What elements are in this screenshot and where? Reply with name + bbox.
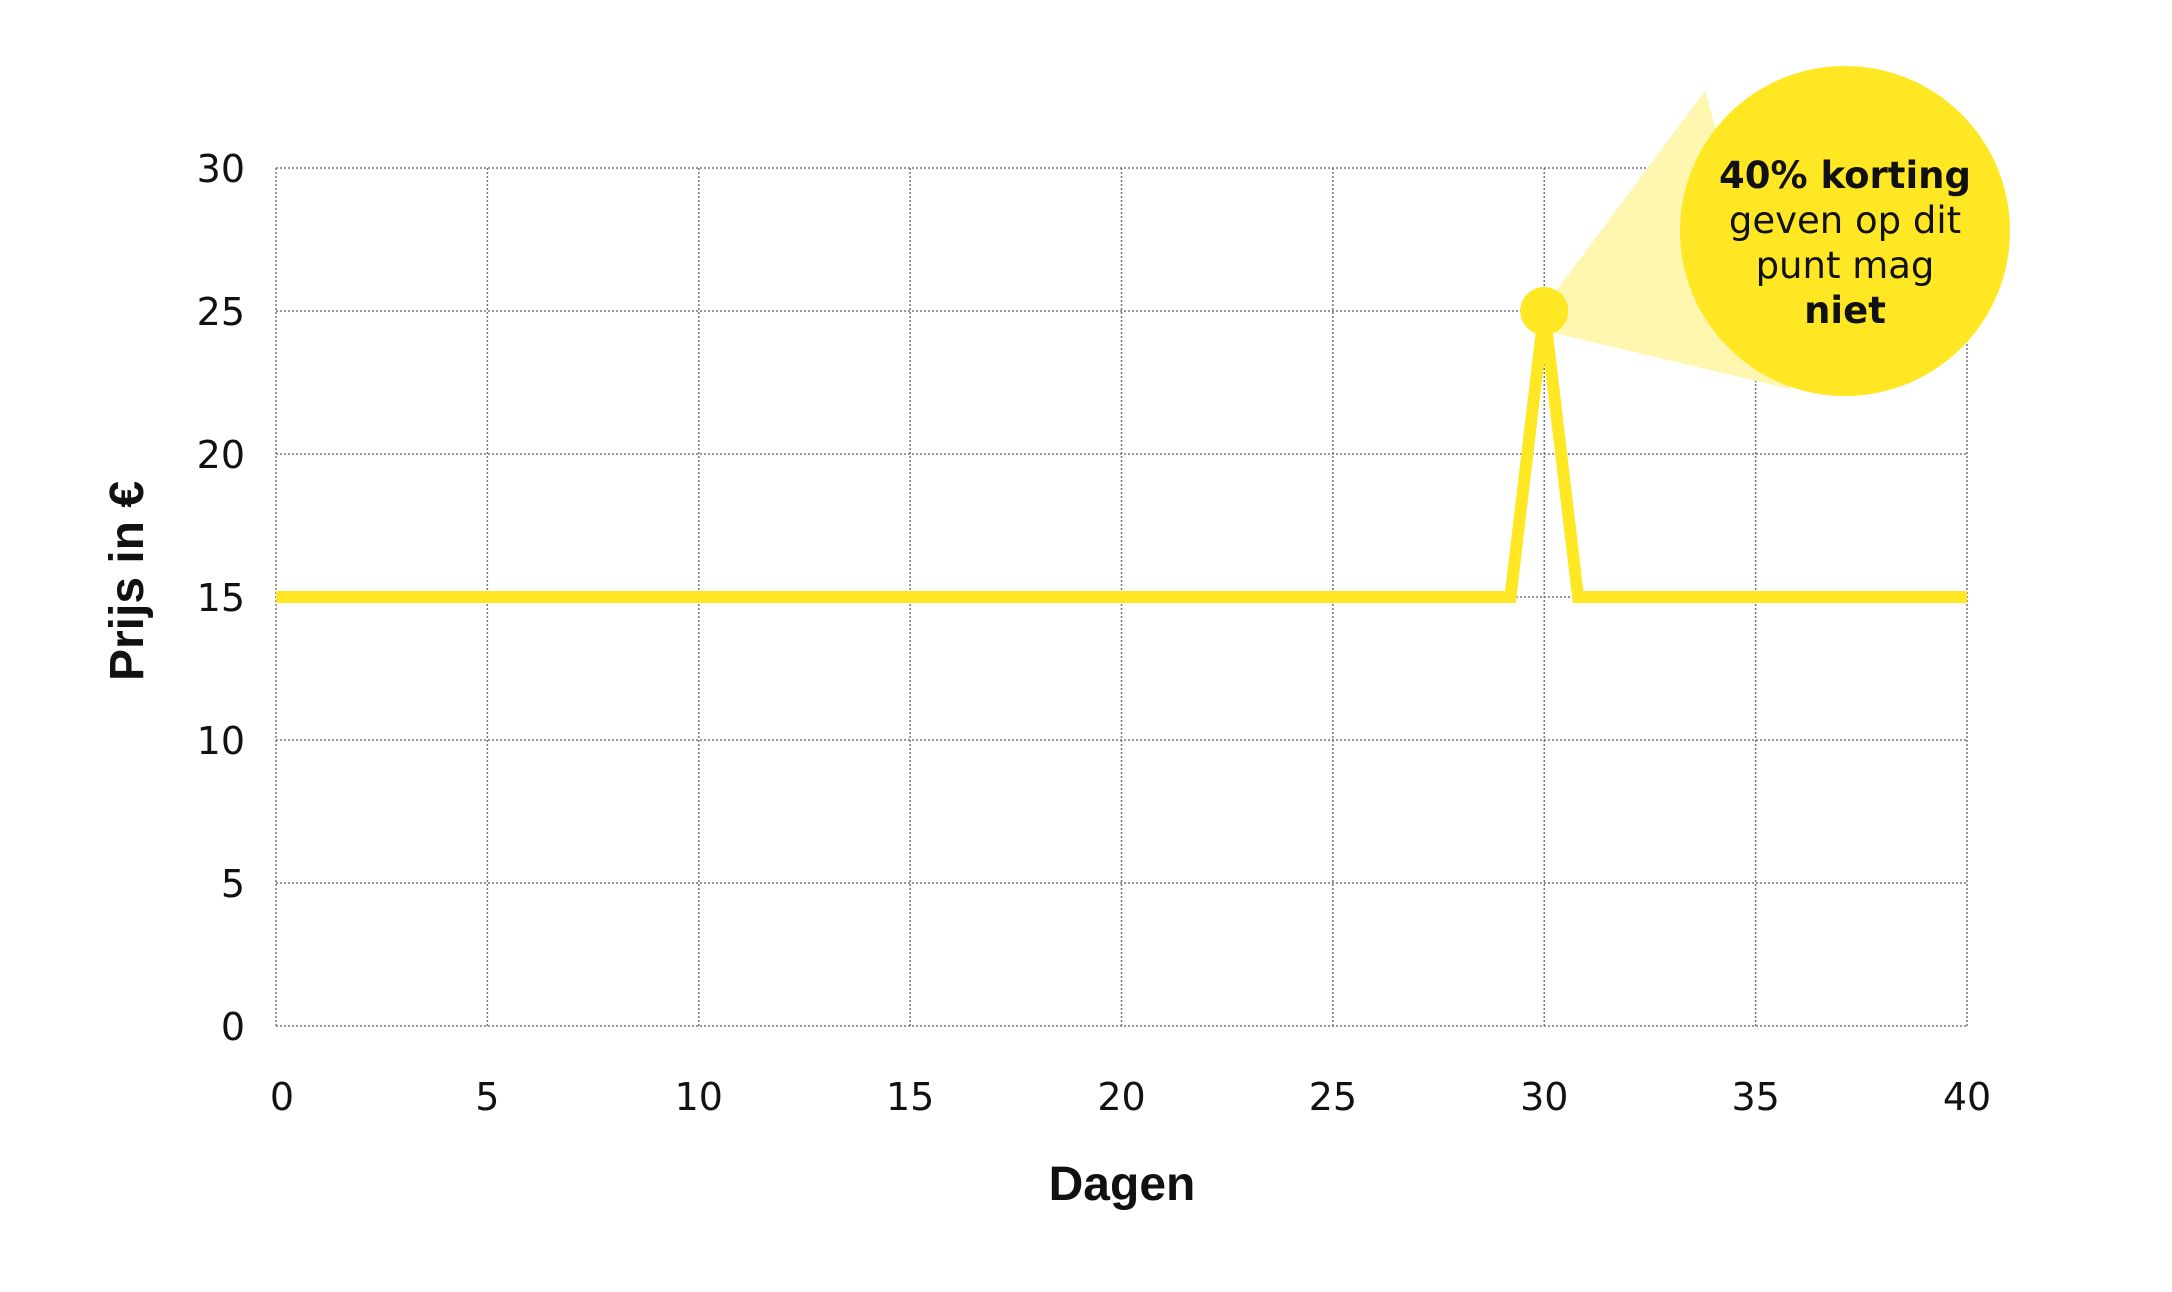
x-axis-title: Dagen <box>1049 1158 1196 1211</box>
x-tick-label: 5 <box>475 1075 499 1119</box>
y-tick-labels: 0 5 10 15 20 25 30 <box>197 147 245 1049</box>
x-tick-label: 25 <box>1309 1075 1357 1119</box>
x-tick-label: 0 <box>270 1075 294 1119</box>
callout-bubble <box>1680 66 2010 396</box>
x-tick-labels: 0 5 10 15 20 25 30 35 40 <box>270 1075 1991 1119</box>
callout-line-1: 40% korting <box>1719 154 1971 197</box>
x-tick-label: 30 <box>1520 1075 1568 1119</box>
x-tick-label: 40 <box>1943 1075 1991 1119</box>
y-tick-label: 5 <box>221 862 245 906</box>
y-tick-label: 15 <box>197 576 245 620</box>
y-tick-label: 20 <box>197 433 245 477</box>
y-tick-label: 10 <box>197 719 245 763</box>
callout-line-4: niet <box>1804 289 1886 332</box>
y-tick-label: 25 <box>197 290 245 334</box>
x-tick-label: 15 <box>886 1075 934 1119</box>
callout-line-3: punt mag <box>1756 244 1935 287</box>
callout-line-2: geven op dit <box>1729 199 1961 242</box>
x-tick-label: 10 <box>675 1075 723 1119</box>
y-tick-label: 0 <box>221 1005 245 1049</box>
x-tick-label: 20 <box>1097 1075 1145 1119</box>
peak-marker <box>1520 287 1569 335</box>
x-tick-label: 35 <box>1731 1075 1779 1119</box>
y-tick-label: 30 <box>197 147 245 191</box>
y-axis-title: Prijs in € <box>101 481 154 681</box>
